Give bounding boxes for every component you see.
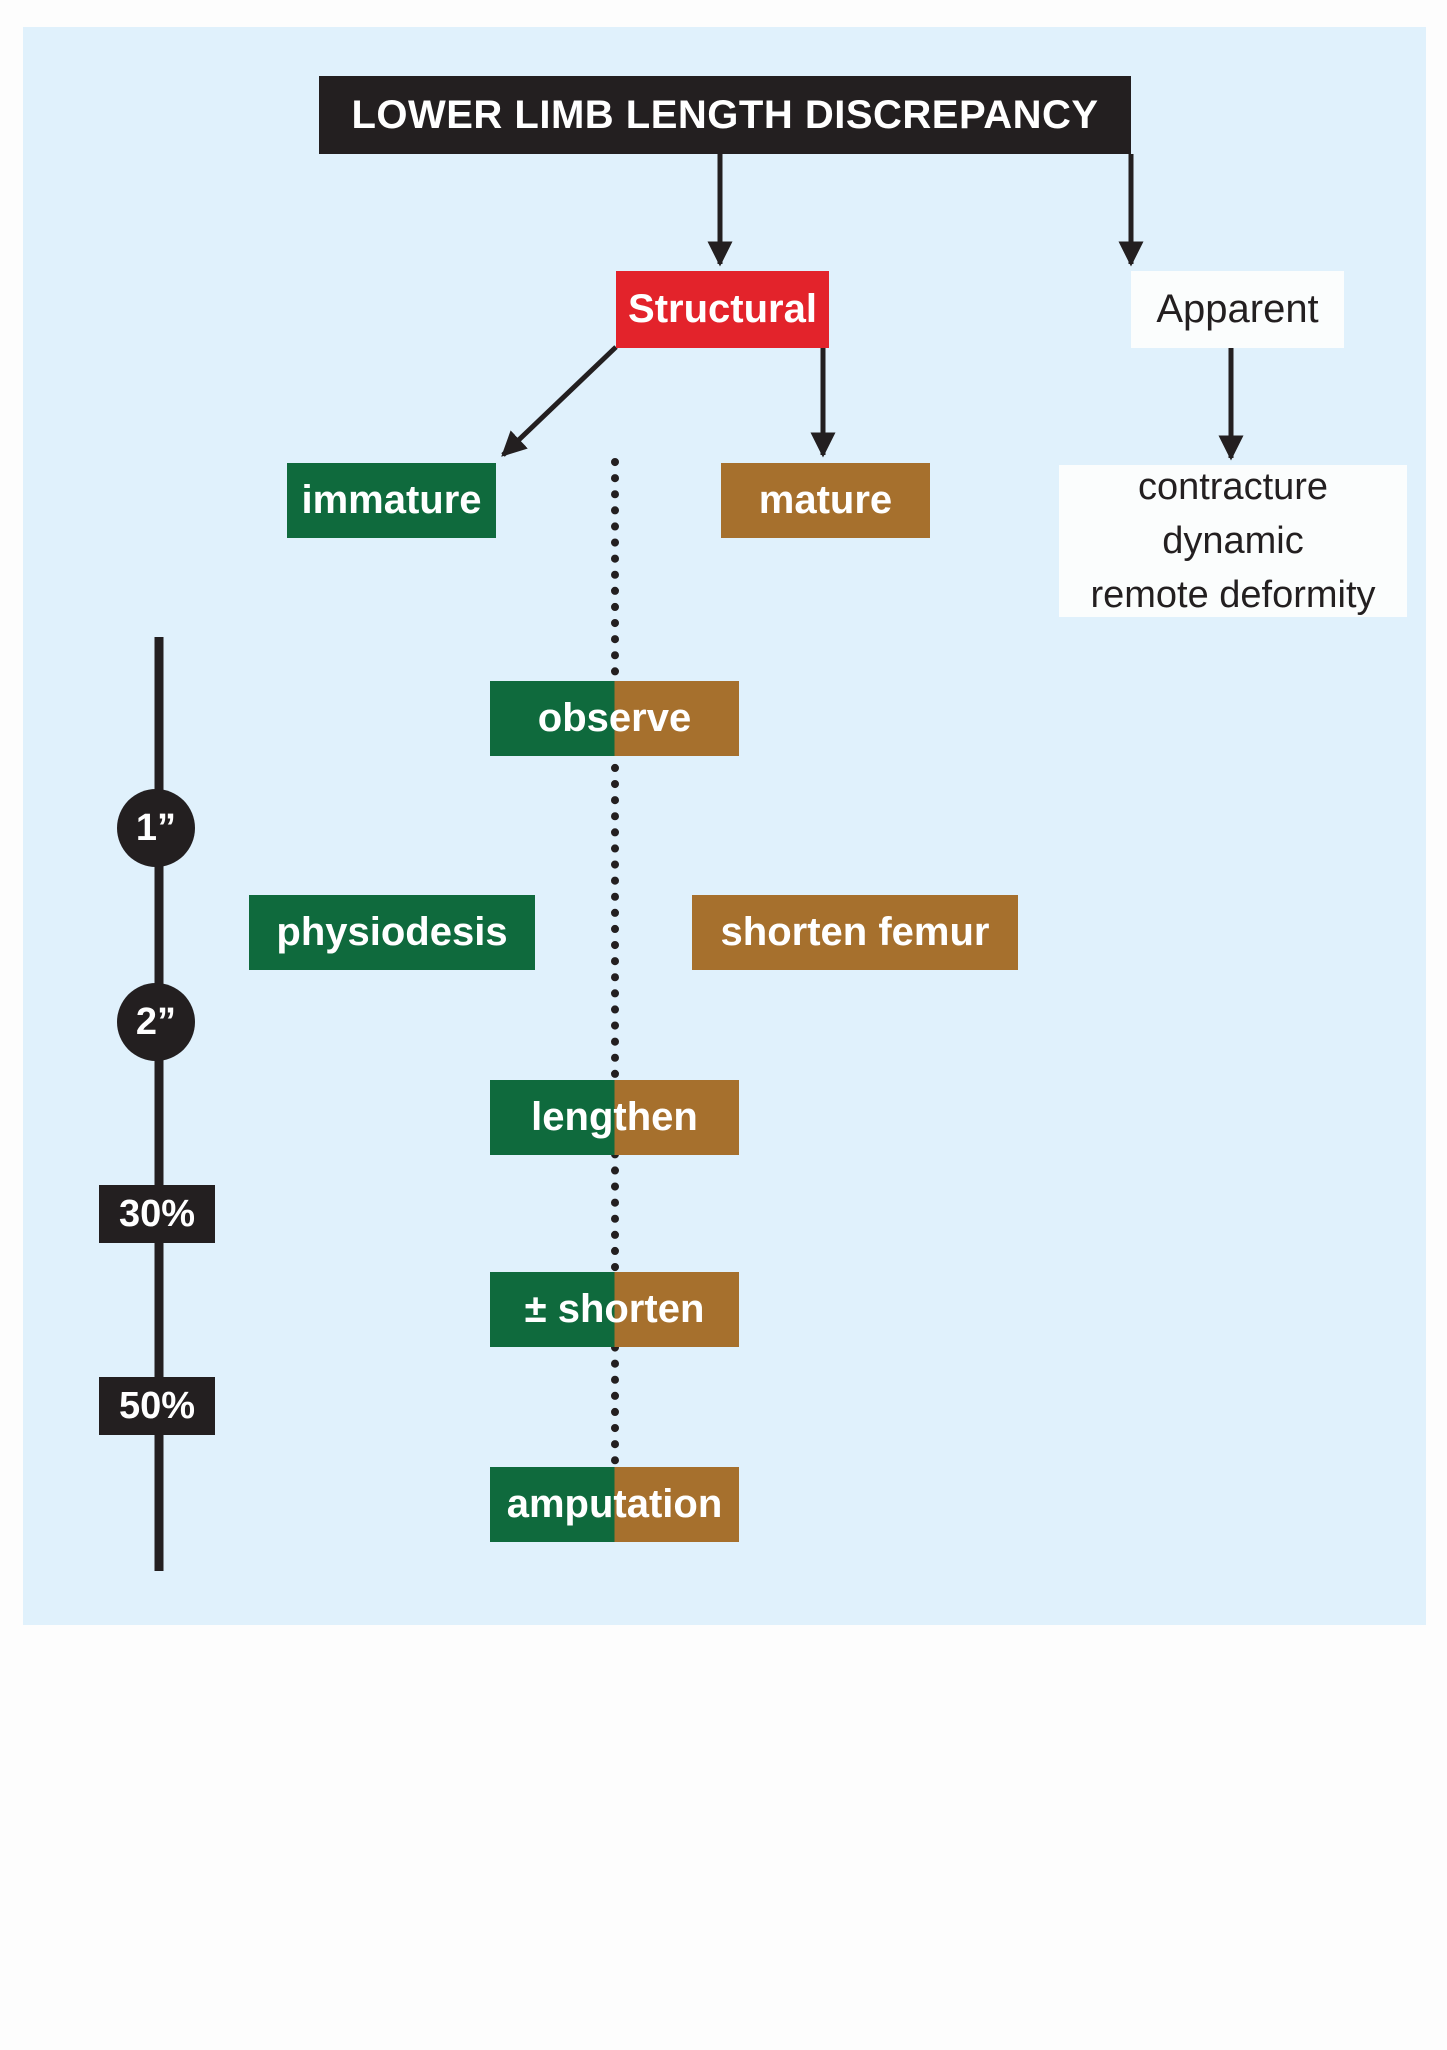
shorten-femur-box: shorten femur bbox=[692, 895, 1018, 970]
cause-contracture: contracture bbox=[1137, 466, 1329, 508]
arrow-structural-to-immature bbox=[501, 345, 618, 457]
amputation-box: amputation bbox=[490, 1467, 739, 1542]
physiodesis-box: physiodesis bbox=[249, 895, 535, 970]
apparent-box: Apparent bbox=[1131, 271, 1344, 348]
mature-box: mature bbox=[721, 463, 930, 538]
title-box: LOWER LIMB LENGTH DISCREPANCY bbox=[319, 76, 1131, 154]
cause-dynamic: dynamic bbox=[1162, 520, 1304, 562]
scale-marker-50-percent: 50% bbox=[99, 1377, 215, 1435]
cause-remote-deformity: remote deformity bbox=[1090, 574, 1376, 616]
scale-marker-2-inch: 2” bbox=[117, 983, 195, 1061]
plus-minus-shorten-box: ± shorten bbox=[490, 1272, 739, 1347]
structural-box: Structural bbox=[616, 271, 829, 348]
lengthen-box: lengthen bbox=[490, 1080, 739, 1155]
observe-box: observe bbox=[490, 681, 739, 756]
scale-marker-1-inch: 1” bbox=[117, 789, 195, 867]
apparent-causes-box: contracture dynamic remote deformity bbox=[1059, 465, 1407, 617]
scale-marker-30-percent: 30% bbox=[99, 1185, 215, 1243]
immature-box: immature bbox=[287, 463, 496, 538]
